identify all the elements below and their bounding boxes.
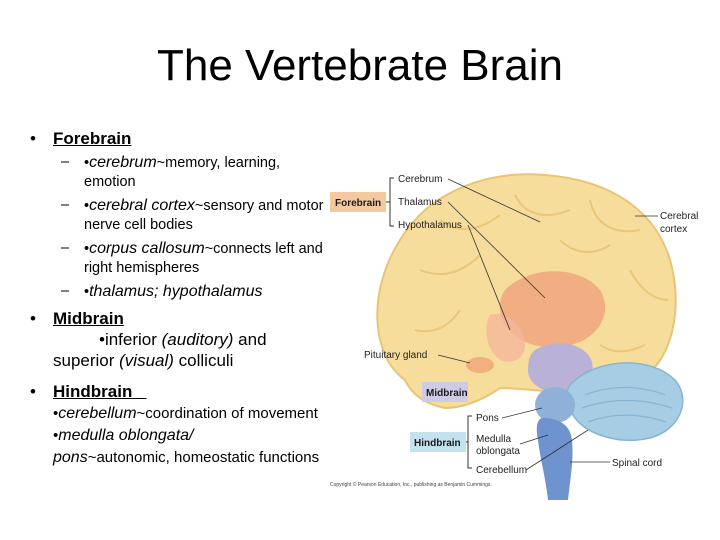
forebrain-heading: Forebrain bbox=[53, 129, 132, 148]
bullet-midbrain: • Midbrain •inferior (auditory) and supe… bbox=[30, 308, 330, 371]
hindbrain-box bbox=[410, 432, 466, 452]
midbrain-line2: superior (visual) colliculi bbox=[53, 351, 233, 370]
copyright-text: Copyright © Pearson Education, Inc., pub… bbox=[330, 481, 492, 488]
cerebrum-label: Cerebrum bbox=[398, 174, 442, 185]
hypothalamus-label: Hypothalamus bbox=[398, 220, 462, 231]
hindbrain-heading: Hindbrain bbox=[53, 382, 147, 401]
bullet-dot: • bbox=[30, 309, 36, 328]
item-marker: • bbox=[84, 284, 90, 300]
spinal-cord-shape bbox=[536, 418, 573, 500]
forebrain-label: Forebrain bbox=[335, 198, 381, 209]
spinal-cord-label: Spinal cord bbox=[612, 458, 662, 469]
midbrain-text: superior bbox=[53, 351, 120, 370]
term-cerebral-cortex: cerebral cortex bbox=[89, 197, 195, 214]
bullet-dot: • bbox=[30, 129, 36, 148]
forebrain-box bbox=[330, 192, 386, 212]
dash: – bbox=[61, 154, 70, 170]
hindbrain-label: Hindbrain bbox=[414, 438, 461, 449]
medulla-label-1: Medulla bbox=[476, 434, 511, 445]
item-marker: • bbox=[84, 241, 90, 257]
pons-shape bbox=[535, 387, 575, 423]
midbrain-line1: •inferior (auditory) and bbox=[53, 329, 267, 350]
forebrain-bracket bbox=[386, 177, 394, 227]
term-cerebrum: cerebrum bbox=[89, 154, 157, 171]
cerebellum-label: Cerebellum bbox=[476, 465, 527, 476]
cerebellum-folds bbox=[581, 386, 673, 423]
desc-corpus-callosum: ~connects left and right hemispheres bbox=[84, 241, 323, 276]
midbrain-text: and bbox=[233, 330, 267, 349]
term-visual: (visual) bbox=[119, 351, 174, 370]
dash: – bbox=[61, 197, 70, 213]
pituitary-shape bbox=[466, 357, 494, 373]
slide-title: The Vertebrate Brain bbox=[156, 41, 563, 90]
forebrain-item-thalamus: –•thalamus; hypothalamus bbox=[30, 282, 330, 302]
item-marker: • bbox=[84, 198, 90, 214]
desc-medulla-pons: ~autonomic, homeostatic functions bbox=[87, 449, 320, 466]
cerebellum-shape bbox=[565, 362, 684, 441]
hindbrain-bracket bbox=[466, 415, 472, 469]
cerebrum-folds bbox=[414, 194, 669, 353]
desc-cerebral-cortex: ~sensory and motor nerve cell bodies bbox=[84, 198, 324, 233]
hindbrain-heading-text: Hindbrain bbox=[53, 382, 133, 401]
term-pons: pons bbox=[53, 449, 88, 466]
hindbrain-heading-pad bbox=[132, 382, 146, 401]
midbrain-text: •inferior bbox=[99, 330, 162, 349]
bullet-hindbrain: • Hindbrain •cerebellum~coordination of … bbox=[30, 381, 330, 468]
medulla-label-2: oblongata bbox=[476, 446, 520, 457]
thalamus-shape bbox=[499, 271, 606, 347]
cerebral-cortex-label-2: cortex bbox=[660, 224, 687, 235]
term-cerebellum: cerebellum bbox=[58, 405, 137, 422]
thalamus-label: Thalamus bbox=[398, 197, 442, 208]
forebrain-item-corpus-callosum: –•corpus callosum~connects left and righ… bbox=[30, 239, 330, 278]
term-medulla: medulla oblongata/ bbox=[58, 427, 194, 444]
bullet-list: • Forebrain –•cerebrum~memory, learning,… bbox=[30, 128, 330, 468]
pituitary-label: Pituitary gland bbox=[364, 350, 427, 361]
pons-label: Pons bbox=[476, 413, 499, 424]
cerebral-cortex-label-1: Cerebral bbox=[660, 211, 698, 222]
midbrain-label: Midbrain bbox=[426, 388, 468, 399]
hindbrain-cerebellum: •cerebellum~coordination of movement bbox=[53, 405, 318, 422]
midbrain-text: colliculi bbox=[173, 351, 234, 370]
term-auditory: (auditory) bbox=[161, 330, 234, 349]
term-thalamus-hypothalamus: thalamus; hypothalamus bbox=[89, 283, 263, 300]
item-marker: • bbox=[53, 427, 59, 444]
desc-cerebrum: ~memory, learning, emotion bbox=[84, 155, 281, 190]
forebrain-item-cerebral-cortex: –•cerebral cortex~sensory and motor nerv… bbox=[30, 196, 330, 235]
midbrain-heading: Midbrain bbox=[53, 309, 124, 328]
midbrain-box bbox=[422, 382, 468, 402]
hindbrain-medulla: •medulla oblongata/pons~autonomic, homeo… bbox=[53, 427, 319, 466]
dash: – bbox=[61, 283, 70, 299]
desc-cerebellum: ~coordination of movement bbox=[136, 405, 318, 422]
forebrain-item-cerebrum: –•cerebrum~memory, learning, emotion bbox=[30, 153, 330, 192]
item-marker: • bbox=[84, 155, 90, 171]
bullet-dot: • bbox=[30, 382, 36, 401]
bullet-forebrain: • Forebrain bbox=[30, 128, 330, 149]
term-corpus-callosum: corpus callosum bbox=[89, 240, 205, 257]
hypothalamus-shape bbox=[486, 314, 525, 362]
dash: – bbox=[61, 240, 70, 256]
brain-diagram: Forebrain Midbrain Hindbrain Cerebrum Th… bbox=[330, 173, 698, 500]
item-marker: • bbox=[53, 405, 59, 422]
leader-lines bbox=[437, 178, 658, 471]
